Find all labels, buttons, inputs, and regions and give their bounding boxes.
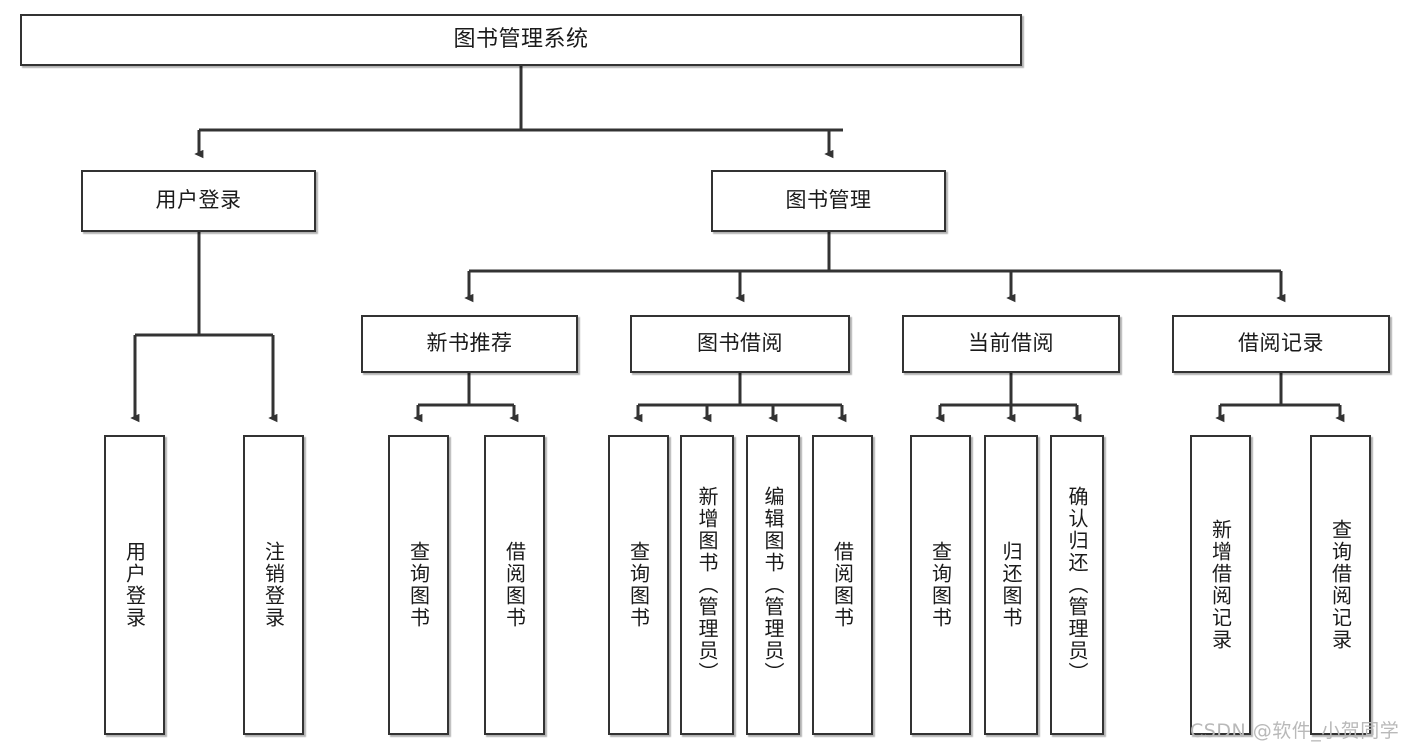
- node-book-borrow[interactable]: 图书借阅: [630, 315, 850, 373]
- node-label: 新书推荐: [426, 331, 513, 356]
- node-borrow-record[interactable]: 借阅记录: [1172, 315, 1390, 373]
- node-label: 查询图书: [406, 541, 431, 629]
- node-current-borrow[interactable]: 当前借阅: [902, 315, 1120, 373]
- node-label: 图书借阅: [697, 331, 783, 356]
- leaf-node-confirm-return-admin[interactable]: 确认归还（管理员）: [1050, 435, 1104, 735]
- leaf-node-query-book[interactable]: 查询图书: [608, 435, 669, 735]
- leaf-node-edit-book-admin[interactable]: 编辑图书（管理员）: [746, 435, 800, 735]
- node-label: 查询借阅记录: [1328, 519, 1353, 651]
- leaf-node-query-book-recommend[interactable]: 查询图书: [388, 435, 449, 735]
- node-label: 借阅图书: [830, 541, 855, 629]
- node-label: 查询图书: [626, 541, 651, 629]
- leaf-node-query-borrow-record[interactable]: 查询借阅记录: [1310, 435, 1371, 735]
- leaf-node-return-book[interactable]: 归还图书: [984, 435, 1038, 735]
- node-label: 新增图书（管理员）: [695, 486, 719, 684]
- leaf-node-borrow-book[interactable]: 借阅图书: [812, 435, 873, 735]
- leaf-node-user-login[interactable]: 用户登录: [104, 435, 165, 735]
- node-user-login[interactable]: 用户登录: [81, 170, 316, 232]
- leaf-node-borrow-book-recommend[interactable]: 借阅图书: [484, 435, 545, 735]
- node-book-management[interactable]: 图书管理: [711, 170, 946, 232]
- leaf-node-query-book-current[interactable]: 查询图书: [910, 435, 971, 735]
- node-label: 借阅记录: [1238, 331, 1324, 356]
- node-label: 当前借阅: [968, 331, 1054, 356]
- leaf-node-logout[interactable]: 注销登录: [243, 435, 304, 735]
- node-label: 新增借阅记录: [1208, 519, 1233, 651]
- leaf-node-add-book-admin[interactable]: 新增图书（管理员）: [680, 435, 734, 735]
- node-label: 用户登录: [155, 188, 242, 213]
- node-label: 图书管理系统: [453, 26, 589, 52]
- node-label: 注销登录: [261, 541, 286, 629]
- node-label: 确认归还（管理员）: [1065, 486, 1089, 684]
- node-new-book-recommendation[interactable]: 新书推荐: [361, 315, 578, 373]
- leaf-node-add-borrow-record[interactable]: 新增借阅记录: [1190, 435, 1251, 735]
- csdn-watermark: CSDN @软件_小贺同学: [1190, 720, 1400, 742]
- node-label: 图书管理: [785, 188, 872, 213]
- node-label: 用户登录: [122, 541, 147, 629]
- node-label: 编辑图书（管理员）: [761, 486, 785, 684]
- node-label: 查询图书: [928, 541, 953, 629]
- node-root-system[interactable]: 图书管理系统: [20, 14, 1022, 66]
- node-label: 归还图书: [999, 541, 1023, 629]
- node-label: 借阅图书: [502, 541, 527, 629]
